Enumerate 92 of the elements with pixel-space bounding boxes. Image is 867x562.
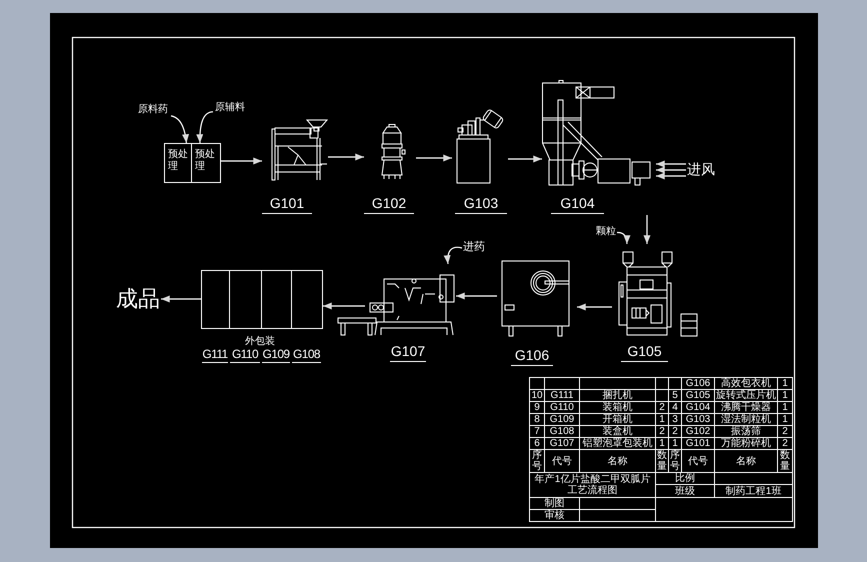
table-cell: 1 — [656, 414, 668, 425]
table-cell: 2 — [669, 426, 681, 437]
table-cell: 高效包衣机 — [715, 378, 777, 389]
table-cell: 序号 — [669, 450, 681, 472]
equipment-code: G101 — [262, 196, 312, 214]
table-cell: G103 — [682, 414, 714, 425]
table-cell: 1 — [778, 378, 792, 389]
table-cell: 2 — [656, 426, 668, 437]
arrow — [456, 292, 497, 300]
arrow — [323, 302, 365, 310]
table-cell: G108 — [545, 426, 579, 437]
table-cell: 2 — [778, 426, 792, 437]
table-cell: 捆扎机 — [580, 390, 655, 401]
table-cell: 数量 — [656, 450, 668, 472]
table-cell: 9 — [530, 402, 544, 413]
table-cell: 装盒机 — [580, 426, 655, 437]
table-cell: 1 — [656, 438, 668, 449]
arrow — [170, 115, 189, 144]
equipment-code: G102 — [364, 196, 414, 214]
flow-text: 颗粒 — [595, 226, 617, 239]
table-cell: G107 — [545, 438, 579, 449]
equipment-code: G110 — [230, 348, 260, 363]
table-cell: 审核 — [530, 510, 579, 521]
table-cell: 序号 — [530, 450, 544, 472]
table-cell: G104 — [682, 402, 714, 413]
table-cell: 班级 — [656, 485, 714, 497]
table-cell: G111 — [545, 390, 579, 401]
table-cell: 湿法制粒机 — [715, 414, 777, 425]
table-cell: 万能粉碎机 — [715, 438, 777, 449]
table-cell: 名称 — [715, 450, 777, 472]
arrow — [508, 156, 542, 162]
arrow — [444, 246, 462, 264]
arrow — [416, 154, 452, 162]
table-cell: 1 — [778, 402, 792, 413]
table-cell: 比例 — [656, 473, 714, 484]
arrow — [617, 232, 630, 244]
table-cell: 年产1亿片盐酸二甲双胍片工艺流程图 — [530, 473, 655, 497]
table-cell: 7 — [530, 426, 544, 437]
table-cell: 3 — [669, 414, 681, 425]
equipment-code: G104 — [551, 196, 604, 214]
table-cell: 铝塑泡罩包装机 — [580, 438, 655, 449]
table-cell: G110 — [545, 402, 579, 413]
note-text: 外包装 — [245, 336, 275, 347]
table-cell: 数量 — [778, 450, 792, 472]
arrow — [656, 172, 686, 180]
table-cell: G106 — [682, 378, 714, 389]
table-cell: 开箱机 — [580, 414, 655, 425]
flow-text: 进药 — [462, 241, 486, 255]
equipment-code: G105 — [621, 344, 668, 362]
process-box: 预处理 — [164, 143, 192, 183]
arrow — [196, 111, 214, 143]
flow-text: 原辅料 — [213, 102, 247, 116]
flow-text: 进风 — [686, 161, 716, 178]
table-cell: G105 — [682, 390, 714, 401]
arrow — [577, 304, 612, 310]
table-cell: 2 — [656, 402, 668, 413]
table-cell: 1 — [669, 438, 681, 449]
table-cell: 振荡筛 — [715, 426, 777, 437]
table-cell: 1 — [778, 390, 792, 401]
arrow — [656, 160, 686, 168]
process-box: 预处理 — [191, 143, 221, 183]
table-cell: 制图 — [530, 498, 579, 509]
table-cell: G101 — [682, 438, 714, 449]
flow-text: 成品 — [115, 286, 161, 313]
arrow — [644, 215, 650, 244]
table-cell: 10 — [530, 390, 544, 401]
table-cell: 5 — [669, 390, 681, 401]
table-cell: G102 — [682, 426, 714, 437]
table-cell: 6 — [530, 438, 544, 449]
arrow — [161, 296, 201, 302]
table-cell: 4 — [669, 402, 681, 413]
table-cell: G109 — [545, 414, 579, 425]
equipment-code: G103 — [455, 196, 507, 214]
table-cell: 装箱机 — [580, 402, 655, 413]
arrow — [221, 158, 262, 164]
table-cell: 名称 — [580, 450, 655, 472]
equipment-code: G111 — [202, 348, 228, 363]
arrow — [656, 166, 686, 174]
equipment-code: G106 — [511, 348, 553, 366]
table-cell: 2 — [778, 438, 792, 449]
table-cell: 8 — [530, 414, 544, 425]
table-cell: 旋转式压片机 — [715, 390, 777, 401]
flow-text: 原料药 — [135, 104, 171, 118]
table-cell: 沸腾干燥器 — [715, 402, 777, 413]
equipment-code: G109 — [262, 348, 290, 363]
equipment-code: G107 — [390, 344, 426, 362]
equipment-code: G108 — [292, 348, 321, 363]
table-cell: 1 — [778, 414, 792, 425]
table-cell: 代号 — [545, 450, 579, 472]
table-cell: 制药工程1班 — [715, 485, 792, 497]
table-cell: 代号 — [682, 450, 714, 472]
arrow — [328, 154, 364, 160]
